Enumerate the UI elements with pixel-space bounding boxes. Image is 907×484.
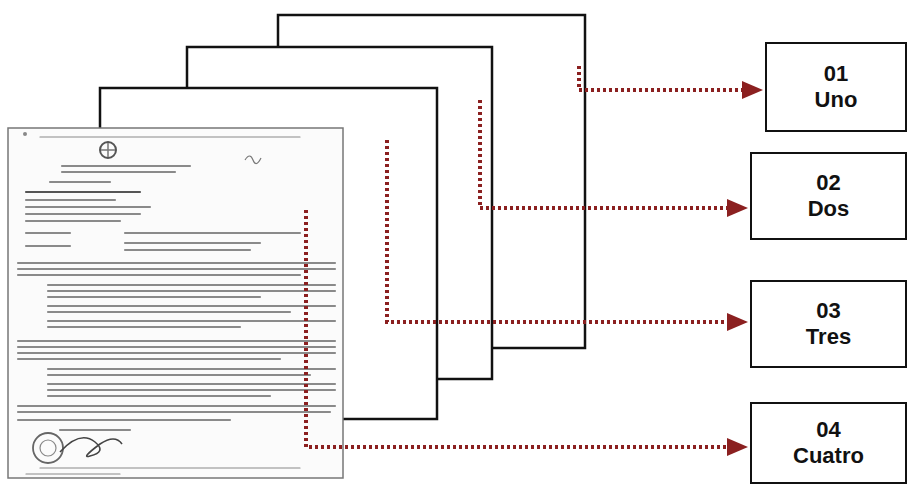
label-box: 03Tres	[750, 280, 907, 368]
number-word: Cuatro	[793, 443, 864, 469]
number-word: Tres	[806, 324, 851, 350]
label-box: 04Cuatro	[750, 402, 907, 484]
leader-arrow	[306, 66, 742, 447]
callout-number: 04	[816, 417, 840, 443]
label-box: 02Dos	[750, 152, 907, 240]
number-word: Uno	[815, 87, 858, 113]
label-box: 01Uno	[765, 42, 907, 132]
callout-number: 02	[816, 170, 840, 196]
arrow-head	[727, 81, 763, 456]
callout-number: 01	[824, 61, 848, 87]
scanned-document	[8, 128, 343, 478]
callout-number: 03	[816, 298, 840, 324]
number-word: Dos	[808, 196, 850, 222]
